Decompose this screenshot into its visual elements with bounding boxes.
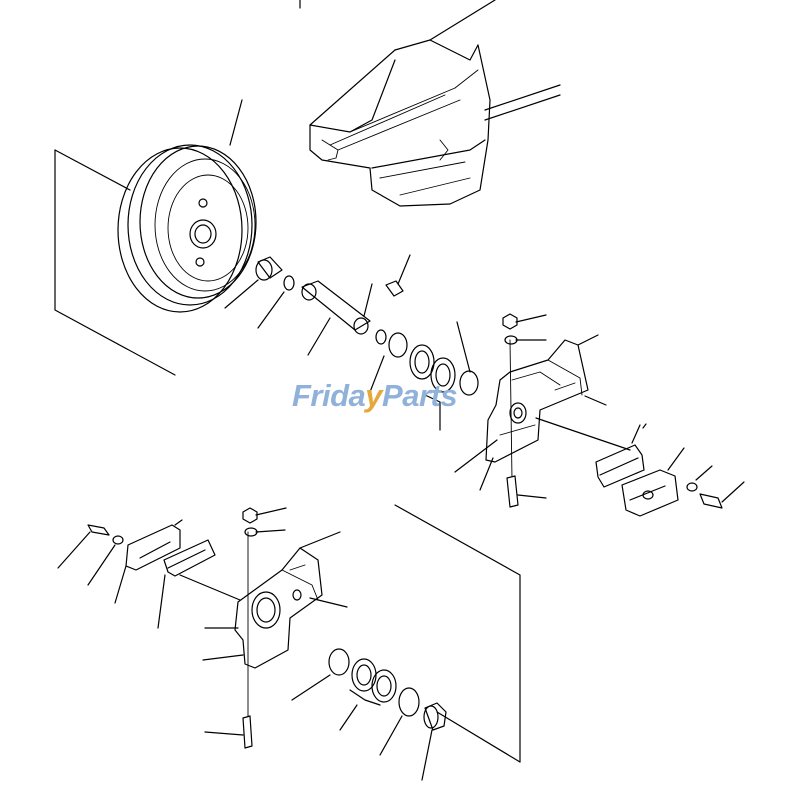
- guide-plate-left: [114, 519, 183, 604]
- nut-right: [502, 313, 547, 330]
- support-bracket-left: [202, 531, 348, 669]
- washer-left-top: [244, 527, 286, 537]
- nut-left: [242, 507, 287, 524]
- shim-plate-left: [157, 539, 241, 629]
- guide-plate-right: [621, 447, 685, 517]
- track-frame: [299, 0, 561, 207]
- o-ring-mid: [369, 329, 408, 393]
- bolt-top: [385, 254, 411, 297]
- stud-bolt-left: [204, 531, 253, 749]
- stud-bolt-right: [506, 339, 547, 508]
- washer-far-right: [686, 465, 713, 492]
- bushing-bottom: [421, 702, 521, 781]
- idler-shaft: [301, 280, 373, 356]
- seal-pair-right: [409, 344, 456, 431]
- shim-plate-right: [535, 417, 647, 488]
- bushing-left: [224, 256, 283, 309]
- washer-left: [87, 535, 124, 586]
- o-ring-right: [456, 321, 479, 396]
- o-ring-bottom-right: [379, 687, 420, 756]
- washer-right: [504, 335, 547, 345]
- o-ring-left: [257, 275, 295, 329]
- bolt-left: [57, 524, 110, 569]
- guide-line-right: [394, 504, 521, 763]
- bolt-far-right: [699, 481, 745, 509]
- seal-pair-bottom: [339, 658, 397, 731]
- idler-wheel: [54, 99, 257, 376]
- support-bracket-right: [454, 334, 607, 491]
- o-ring-bottom-left: [291, 648, 350, 701]
